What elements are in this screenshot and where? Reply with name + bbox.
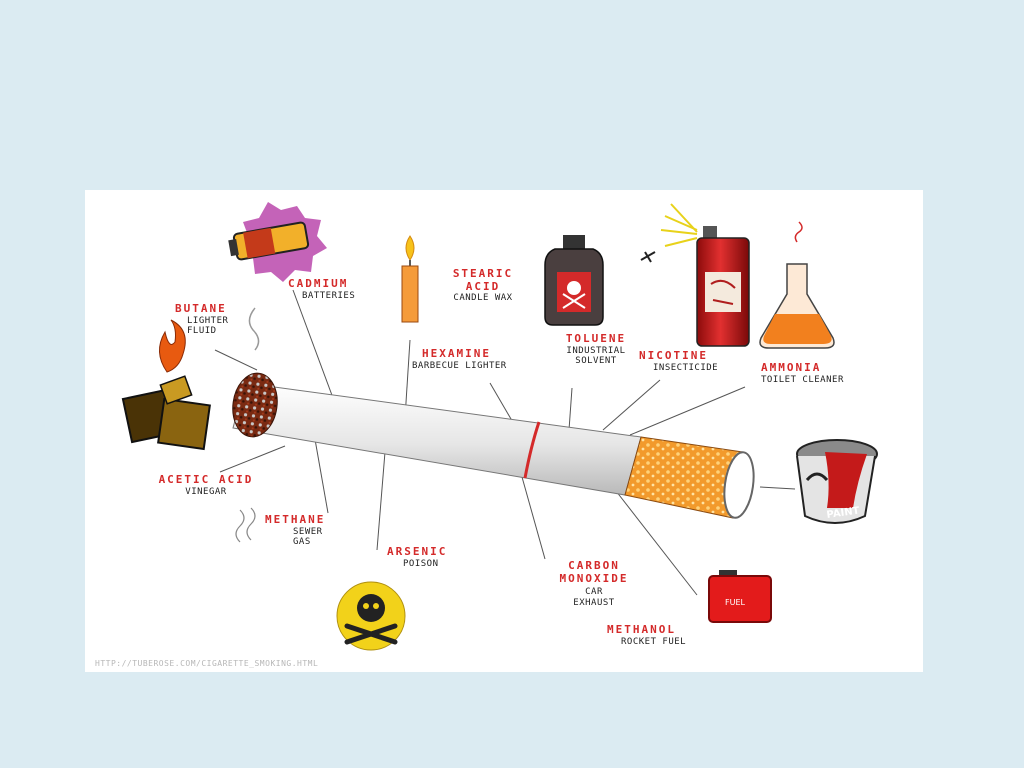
filter-end <box>723 451 755 519</box>
fuel-label: FUEL <box>725 598 746 607</box>
paint-drip <box>825 452 867 508</box>
flask-vapor <box>794 221 803 243</box>
chemical-name-methanol: METHANOL <box>607 623 676 636</box>
label-cadmium: CADMIUM BATTERIES <box>288 277 356 301</box>
label-butane: BUTANE LIGHTER FLUID <box>175 302 237 336</box>
leader-line-acetic <box>219 445 286 473</box>
fuel-can-handle <box>719 570 737 578</box>
leader-line-butane <box>214 349 258 371</box>
spray-mist <box>660 203 698 247</box>
chemical-name-arsenic: ARSENIC <box>387 545 448 558</box>
label-nicotine: NICOTINE INSECTICIDE <box>639 349 719 373</box>
lighter-body-front <box>157 397 211 451</box>
skull-crossbones-icon <box>336 581 406 651</box>
filter-band <box>523 421 541 479</box>
label-ammonia: AMMONIA TOILET CLEANER <box>761 361 844 385</box>
chemical-name-methane: METHANE <box>265 513 326 526</box>
bottle-skull <box>567 281 581 295</box>
spray-can-icon <box>640 203 750 347</box>
leader-line-paint <box>759 486 796 490</box>
spray-ray <box>660 229 698 235</box>
leader-line-toluene <box>568 387 573 431</box>
chemical-use-ammonia: TOILET CLEANER <box>761 374 844 385</box>
lighter-flame <box>159 319 186 373</box>
chemical-use-acetic-acid: VINEGAR <box>185 486 227 497</box>
paint-can-icon: PAINT <box>796 439 878 524</box>
spray-ray <box>670 203 698 233</box>
chemical-use-butane: LIGHTER FLUID <box>187 315 229 336</box>
bottle-crossbones <box>562 293 586 309</box>
chemical-use-methanol: ROCKET FUEL <box>621 636 687 647</box>
leader-lines <box>214 289 796 596</box>
leader-line-ammonia <box>629 386 746 436</box>
poison-bottle-icon <box>544 235 604 326</box>
candle-body <box>401 265 419 323</box>
chemical-use-arsenic: POISON <box>403 558 439 569</box>
lighter-lid <box>159 375 193 405</box>
label-arsenic: ARSENIC POISON <box>387 545 448 569</box>
chemical-use-hexamine: BARBECUE LIGHTER <box>412 360 507 371</box>
skull-head <box>357 594 385 622</box>
chemical-name-stearic-acid: STEARIC ACID <box>452 267 514 293</box>
burning-tip <box>232 372 278 438</box>
smoke-wisp <box>248 307 260 351</box>
flask-liquid <box>763 314 832 344</box>
label-toluene: TOLUENE INDUSTRIAL SOLVENT <box>551 332 641 366</box>
label-hexamine: HEXAMINE BARBECUE LIGHTER <box>412 347 507 371</box>
spray-ray <box>664 237 698 247</box>
chemical-name-hexamine: HEXAMINE <box>422 347 491 360</box>
label-carbon-monoxide: CARBON MONOXIDE CAR EXHAUST <box>531 559 657 608</box>
skull-eye <box>373 603 379 609</box>
label-stearic-acid: STEARIC ACID CANDLE WAX <box>435 267 531 304</box>
cigarette <box>232 307 755 519</box>
crossbones <box>344 623 398 645</box>
label-methanol: METHANOL ROCKET FUEL <box>607 623 687 647</box>
flask-icon <box>759 221 835 349</box>
label-acetic-acid: ACETIC ACID VINEGAR <box>131 473 281 497</box>
chemical-name-toluene: TOLUENE <box>565 332 627 345</box>
candle-icon <box>401 235 419 323</box>
sewer-gas-squiggle <box>235 507 256 543</box>
spray-can-label-bug <box>710 279 736 305</box>
leader-line-nicotine <box>602 379 661 431</box>
spray-can-label <box>705 272 741 312</box>
candle-flame <box>405 235 415 261</box>
chemical-name-ammonia: AMMONIA <box>761 361 822 374</box>
battery-stripe <box>243 227 276 259</box>
bottle-cap <box>563 235 585 249</box>
leader-line-arsenic <box>376 451 386 551</box>
chemical-name-acetic-acid: ACETIC ACID <box>158 473 254 486</box>
battery-cap <box>228 239 239 257</box>
chemical-name-cadmium: CADMIUM <box>288 277 349 290</box>
skull-eye <box>363 603 369 609</box>
paint-swirl <box>805 472 829 482</box>
cigarette-chemicals-diagram: PAINT FUEL <box>121 202 878 651</box>
battery-icon <box>228 202 327 282</box>
chemical-use-toluene: INDUSTRIAL SOLVENT <box>566 345 626 366</box>
source-url: HTTP://TUBEROSE.COM/CIGARETTE_SMOKING.HT… <box>95 659 319 668</box>
fuel-can-body <box>708 575 772 623</box>
chemical-use-stearic-acid: CANDLE WAX <box>453 293 513 304</box>
spray-nozzle <box>703 226 717 238</box>
fuel-can-icon: FUEL <box>708 570 772 623</box>
leader-line-methanol <box>608 481 698 596</box>
chemical-use-carbon-monoxide: CAR EXHAUST <box>573 587 615 608</box>
chemical-name-nicotine: NICOTINE <box>639 349 708 362</box>
chemical-use-nicotine: INSECTICIDE <box>653 362 719 373</box>
cigarette-paper <box>232 382 642 496</box>
dead-bug <box>640 251 656 263</box>
chemical-use-methane: SEWER GAS <box>293 526 323 547</box>
chemical-use-cadmium: BATTERIES <box>302 290 356 301</box>
label-methane: METHANE SEWER GAS <box>265 513 375 547</box>
leader-line-carbon <box>521 476 546 560</box>
paint-label: PAINT <box>826 505 860 521</box>
chemical-name-butane: BUTANE <box>175 302 227 315</box>
diagram-panel: PAINT FUEL CADMIUM BATTERIES STEARIC ACI… <box>85 190 923 672</box>
chemical-name-carbon-monoxide: CARBON MONOXIDE <box>559 559 629 585</box>
lighter-icon <box>121 319 211 451</box>
